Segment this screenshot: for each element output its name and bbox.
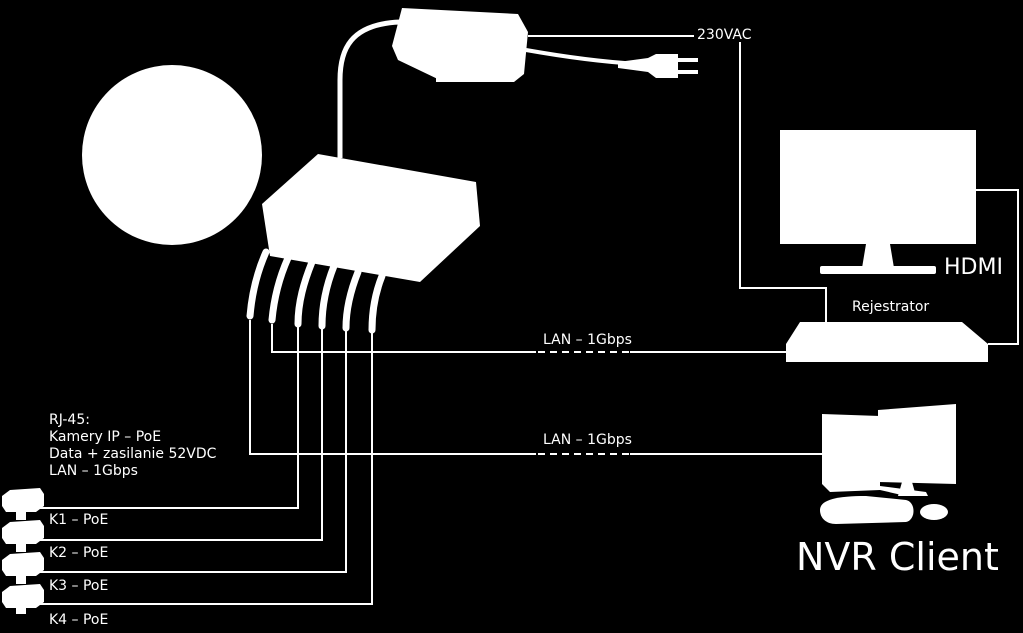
rj45-description: RJ-45: Kamery IP – PoE Data + zasilanie … [49,413,216,478]
pc-client-icon [820,404,956,524]
recorder-label: Rejestrator [852,299,930,315]
lan-line-recorder [271,324,786,353]
mains-plug-icon [618,54,698,78]
rj45-line-3: Data + zasilanie 52VDC [49,446,217,462]
camera-label-k2: K2 – PoE [49,545,109,561]
rj45-line-1: RJ-45: [49,412,90,428]
rj45-line-2: Kamery IP – PoE [49,429,162,445]
switch-port-cables [246,248,386,334]
logo-circle [82,65,262,245]
lan-label-recorder: LAN – 1Gbps [543,332,632,348]
camera-label-k4: K4 – PoE [49,612,109,628]
camera-icon-k1 [2,488,44,520]
camera-label-k1: K1 – PoE [49,512,109,528]
poe-switch-icon [262,154,480,282]
recorder-icon [786,322,988,362]
hdmi-label: HDMI [944,255,1003,280]
camera-lines [40,324,373,605]
rj45-line-4: LAN – 1Gbps [49,463,138,479]
power-line [528,35,827,322]
power-supply-icon [392,8,528,82]
hdmi-cable [976,189,1019,345]
nvr-client-label: NVR Client [796,535,999,579]
power-label: 230VAC [697,27,752,43]
psu-cable [337,19,401,158]
camera-icon-k3 [2,552,44,584]
lan-line-client [249,320,826,455]
monitor-icon [780,130,976,274]
camera-label-k3: K3 – PoE [49,578,109,594]
lan-label-client: LAN – 1Gbps [543,432,632,448]
camera-icon-k4 [2,584,44,614]
camera-icon-k2 [2,520,44,552]
